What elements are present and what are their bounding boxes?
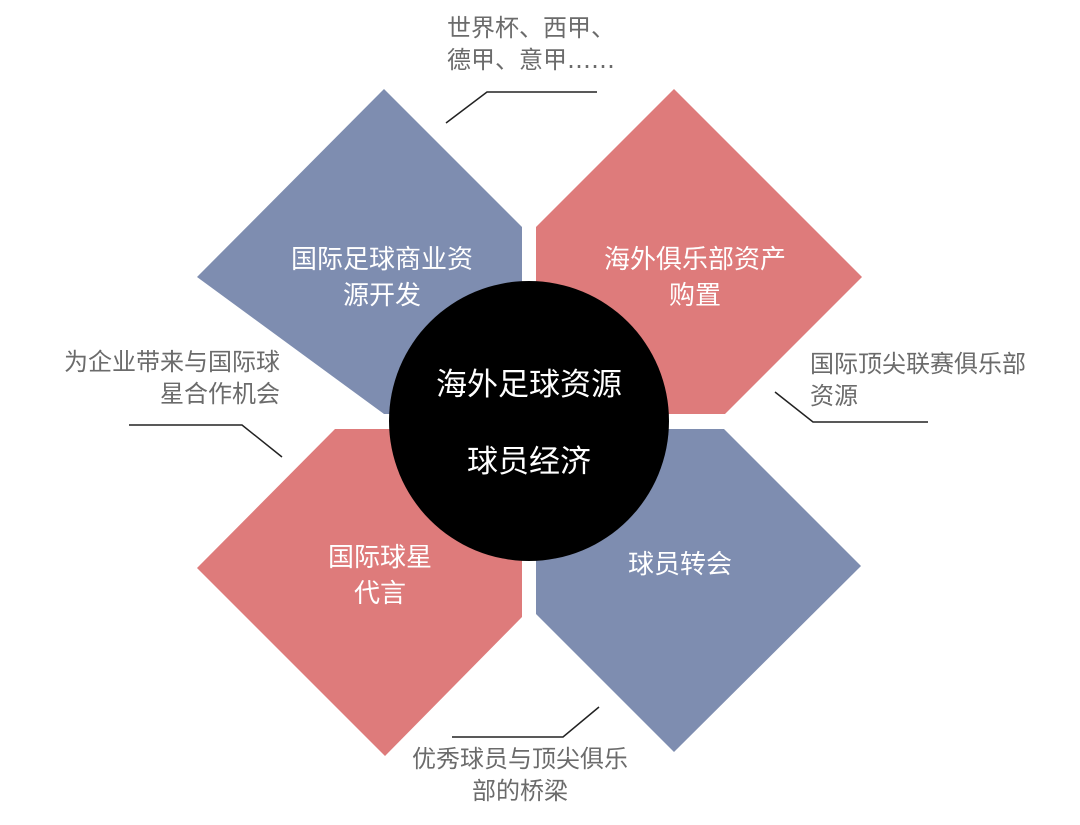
tile-bottom-left-line2: 代言 (353, 579, 406, 609)
center-circle (389, 281, 669, 561)
tile-top-right-line2: 购置 (668, 281, 721, 311)
tile-bottom-right-label: 球员转会 (600, 547, 760, 583)
callout-right-line2: 资源 (810, 382, 858, 410)
callout-top-line1: 世界杯、西甲、 (447, 14, 615, 42)
callout-right: 国际顶尖联赛俱乐部 资源 (810, 348, 1080, 412)
center-title: 海外足球资源 (436, 367, 622, 403)
callout-line-bottom (452, 706, 600, 738)
callout-left: 为企业带来与国际球 星合作机会 (18, 346, 280, 410)
callout-bottom-line1: 优秀球员与顶尖俱乐 (412, 745, 628, 773)
callout-line-right (774, 391, 928, 423)
callout-bottom-line2: 部的桥梁 (472, 777, 568, 805)
tile-bottom-left-line1: 国际球星 (327, 543, 432, 573)
tile-top-right-label: 海外俱乐部资产 购置 (570, 242, 820, 314)
tile-bottom-right-line1: 球员转会 (627, 550, 732, 580)
tile-top-right-line1: 海外俱乐部资产 (603, 245, 786, 275)
callout-right-line1: 国际顶尖联赛俱乐部 (810, 350, 1026, 378)
tile-top-left-label: 国际足球商业资 源开发 (262, 242, 502, 314)
tile-bottom-left-label: 国际球星 代言 (300, 540, 460, 612)
callout-line-top (445, 91, 597, 124)
callout-left-line2: 星合作机会 (160, 380, 280, 408)
callout-line-left (129, 424, 283, 458)
tile-top-left-line2: 源开发 (342, 281, 421, 311)
tile-top-left-line1: 国际足球商业资 (290, 245, 473, 275)
callout-bottom: 优秀球员与顶尖俱乐 部的桥梁 (390, 743, 650, 807)
callout-left-line1: 为企业带来与国际球 (64, 348, 280, 376)
center-subtitle: 球员经济 (467, 444, 591, 480)
callout-top-line2: 德甲、意甲…… (447, 46, 615, 74)
callout-top: 世界杯、西甲、 德甲、意甲…… (447, 12, 667, 76)
